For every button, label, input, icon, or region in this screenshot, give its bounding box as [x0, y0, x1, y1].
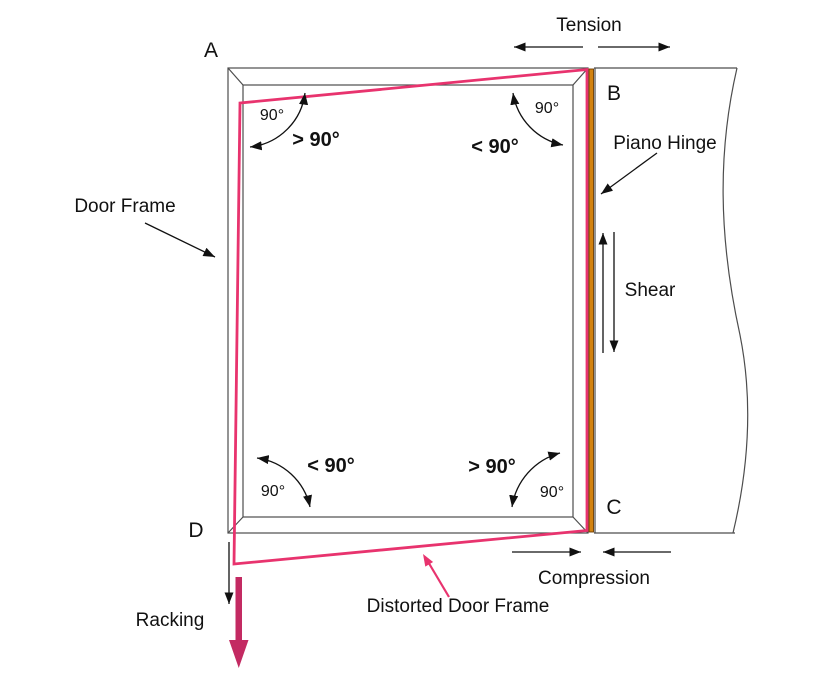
force-arrows: [224, 42, 671, 604]
piano-hinge-strip: [588, 68, 594, 533]
distorted-frame-polygon: [232, 67, 589, 566]
distorted-frame-pointer-arrowhead-icon: [423, 554, 434, 567]
distorted-door-frame-outline: [232, 67, 589, 598]
angle-distorted-bottom-right: > 90°: [468, 456, 515, 478]
door-frame-label: Door Frame: [74, 196, 175, 217]
arc-arrow-bottom-right-icon: [509, 451, 561, 508]
corner-label-a: A: [204, 39, 218, 62]
corner-label-b: B: [607, 82, 621, 105]
mitre-top-left: [227, 67, 244, 86]
angle-90-bottom-left: 90°: [261, 483, 285, 500]
distorted-door-frame-label: Distorted Door Frame: [367, 596, 550, 617]
angle-arcs: [249, 92, 564, 508]
corner-label-c: C: [606, 496, 621, 519]
angle-90-top-left: 90°: [260, 107, 284, 124]
door-frame: [227, 67, 589, 534]
distorted-frame-pointer-line: [426, 559, 450, 598]
angle-90-top-right: 90°: [535, 100, 559, 117]
door-frame-outer: [227, 67, 589, 534]
arc-arrow-bottom-left-icon: [256, 455, 312, 508]
corner-label-d: D: [188, 519, 203, 542]
angle-distorted-bottom-left: < 90°: [307, 455, 354, 477]
arc-arrow-top-right-icon: [510, 92, 564, 148]
angle-distorted-top-right: < 90°: [471, 136, 518, 158]
door-frame-pointer-icon: [144, 222, 216, 258]
piano-hinge-pointer-icon: [600, 152, 658, 195]
shear-label: Shear: [625, 280, 676, 301]
wall-torn-edge: [722, 67, 749, 534]
racking-label: Racking: [136, 610, 205, 631]
angle-distorted-top-left: > 90°: [292, 129, 339, 151]
piano-hinge-label: Piano Hinge: [613, 133, 717, 154]
arc-arrow-top-left-icon: [249, 92, 309, 151]
compression-label: Compression: [538, 568, 650, 589]
tension-label: Tension: [556, 15, 622, 36]
angle-90-bottom-right: 90°: [540, 484, 564, 501]
racking-arrow-thick-icon: [229, 577, 249, 668]
wall-panel: [594, 67, 749, 534]
door-frame-inner: [242, 84, 574, 518]
